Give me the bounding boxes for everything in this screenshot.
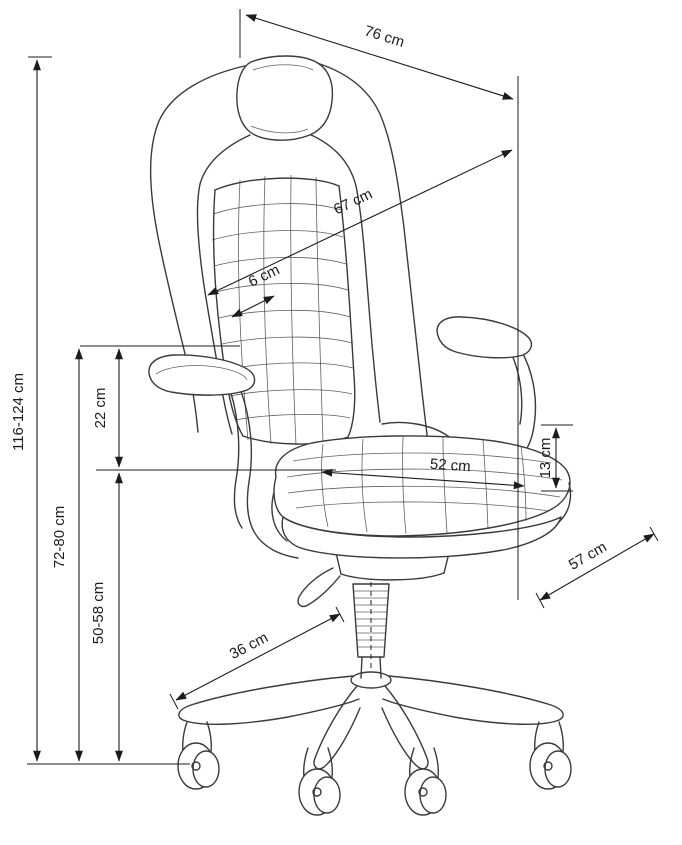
dimension-label-base-leg-reach: 36 cm — [227, 629, 271, 663]
dimension-line — [207, 149, 513, 296]
seat — [271, 435, 572, 559]
dimension-label-seat-width: 52 cm — [429, 456, 471, 476]
dimension-label-seat-depth: 57 cm — [566, 539, 610, 574]
dimension-seat-height: 50-58 cm — [90, 472, 123, 762]
dimension-line — [245, 14, 514, 100]
tilt-lever — [297, 567, 341, 608]
dimension-label-total-depth: 76 cm — [362, 22, 406, 50]
caster-wheel — [298, 747, 341, 816]
extension-line — [169, 693, 179, 710]
dimension-armrest-above-seat: 22 cm — [92, 348, 123, 468]
armrest-left — [148, 354, 299, 559]
headrest — [236, 55, 334, 141]
caster-wheel — [404, 747, 447, 816]
dimension-line — [175, 613, 341, 701]
base-hub — [350, 671, 392, 689]
dimension-label-seat-height: 50-58 cm — [90, 582, 107, 645]
dimension-base-leg-reach: 36 cm — [169, 606, 345, 710]
dimension-line — [321, 468, 525, 490]
dimension-label-armrest-height: 72-80 cm — [51, 506, 68, 569]
caster-wheel — [177, 721, 220, 790]
dimension-seat-width: 52 cm — [321, 456, 525, 490]
dimension-label-total-height: 116-124 cm — [10, 373, 27, 451]
dimension-seat-thickness: 13 cm — [537, 424, 573, 492]
dimension-seat-depth: 57 cm — [535, 526, 659, 609]
dimension-label-armrest-above-seat: 22 cm — [92, 388, 109, 429]
chair-illustration — [148, 55, 572, 816]
caster-wheel — [529, 721, 572, 790]
dimension-armrest-height: 72-80 cm — [51, 348, 83, 762]
dimension-total-height: 116-124 cm — [10, 59, 41, 762]
dimension-line — [231, 295, 275, 318]
dimension-label-seat-thickness: 13 cm — [537, 438, 554, 479]
dimension-line — [539, 533, 655, 601]
extension-line — [535, 592, 545, 609]
chair-base — [177, 671, 572, 816]
